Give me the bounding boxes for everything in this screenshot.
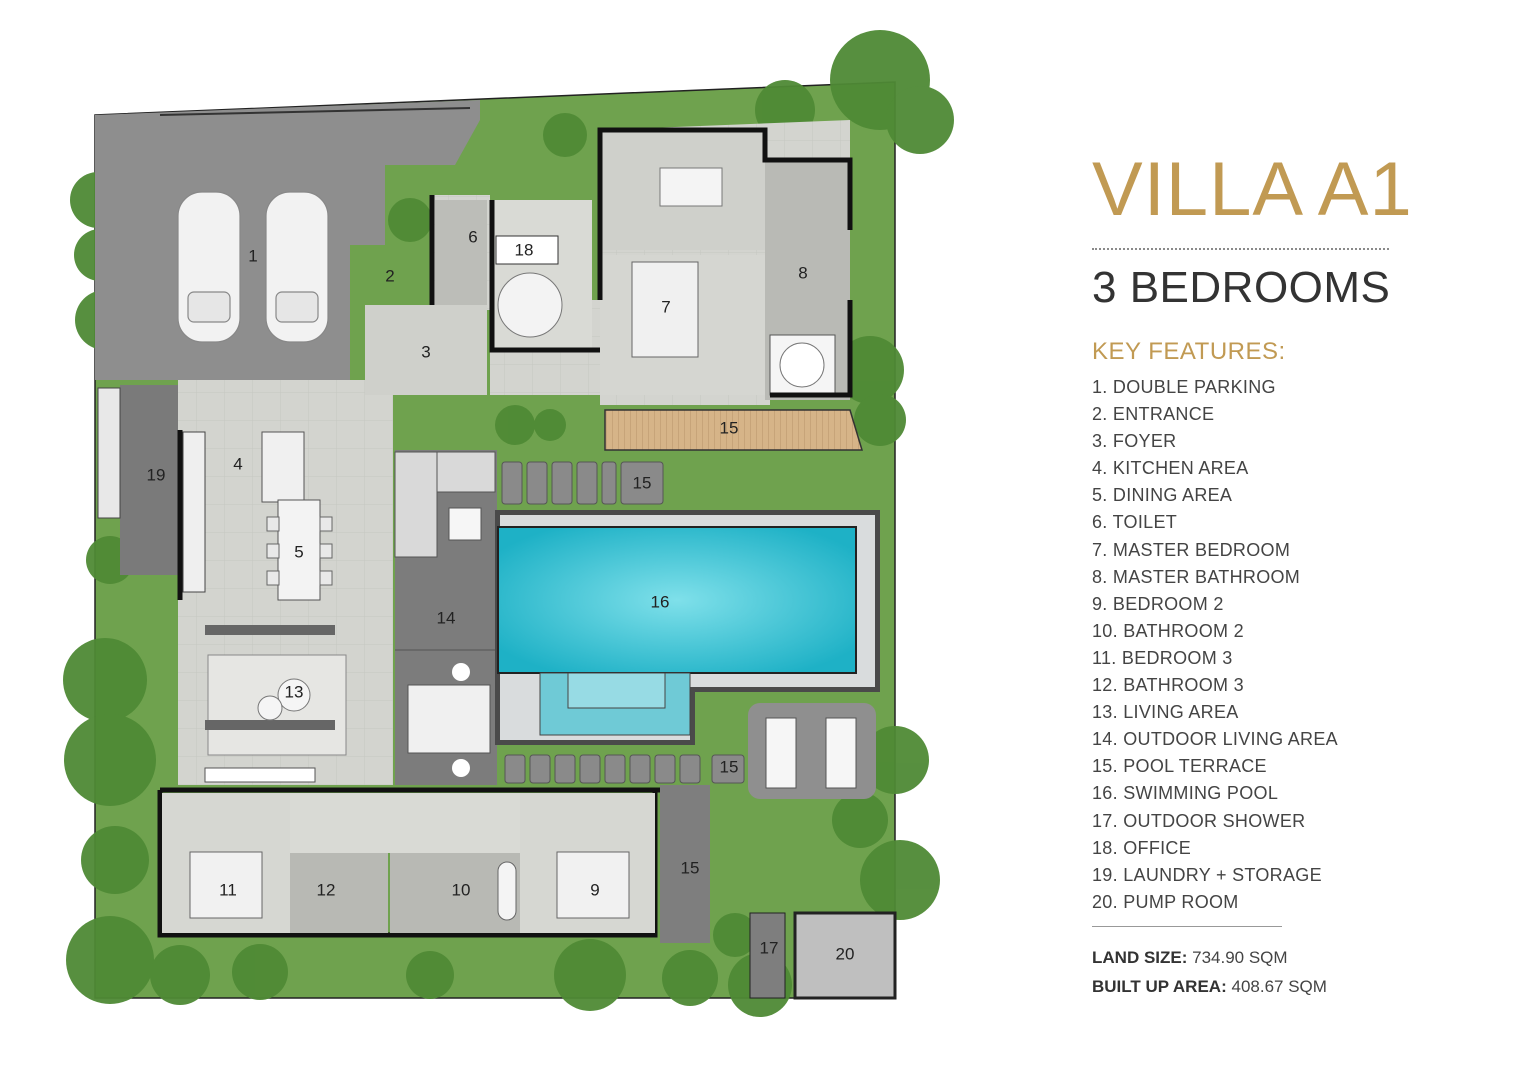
land-size-value: 734.90 SQM <box>1192 947 1288 967</box>
label-11: 11 <box>219 880 237 899</box>
label-9: 9 <box>590 880 599 899</box>
list-item: 7. MASTER BEDROOM <box>1092 539 1291 560</box>
floor-plan: 1 2 3 4 5 6 7 8 9 10 11 12 13 14 15 15 1… <box>63 30 954 1017</box>
label-14: 14 <box>437 608 456 627</box>
label-8: 8 <box>798 263 807 282</box>
label-7: 7 <box>661 297 670 316</box>
list-item: 2. ENTRANCE <box>1092 404 1215 425</box>
built-up-area: BUILT UP AREA: 408.67 SQM <box>1092 972 1512 1001</box>
label-6: 6 <box>468 227 477 246</box>
label-17: 17 <box>760 938 779 957</box>
list-item: 15. POOL TERRACE <box>1092 756 1267 777</box>
label-12: 12 <box>317 880 336 899</box>
label-15a: 15 <box>720 418 739 437</box>
list-item: 13. LIVING AREA <box>1092 702 1239 723</box>
label-20: 20 <box>836 944 855 963</box>
pool-terrace-deck <box>604 409 864 451</box>
list-item: 20. PUMP ROOM <box>1092 891 1239 912</box>
swimming-pool <box>497 526 857 674</box>
label-13: 13 <box>285 682 304 701</box>
villa-title: VILLA A1 <box>1092 147 1413 232</box>
side-terrace <box>660 785 710 943</box>
feature-list: 1. DOUBLE PARKING 2. ENTRANCE 3. FOYER 4… <box>1092 374 1512 916</box>
list-item: 11. BEDROOM 3 <box>1092 647 1233 668</box>
pump-room <box>793 911 897 1000</box>
label-2: 2 <box>385 266 394 285</box>
list-item: 9. BEDROOM 2 <box>1092 593 1224 614</box>
label-16: 16 <box>651 592 670 611</box>
key-features-heading: KEY FEATURES: <box>1092 338 1286 365</box>
label-15b: 15 <box>633 473 652 492</box>
built-up-label: BUILT UP AREA: <box>1092 976 1227 996</box>
outdoor-shower <box>749 912 786 999</box>
label-10: 10 <box>452 880 471 899</box>
walls <box>157 127 853 938</box>
label-15c: 15 <box>720 757 739 776</box>
toilet <box>435 200 487 305</box>
bedroom-count: 3 BEDROOMS <box>1092 263 1391 312</box>
list-item: 14. OUTDOOR LIVING AREA <box>1092 729 1338 750</box>
label-3: 3 <box>421 342 430 361</box>
stepping-stones <box>501 461 745 784</box>
label-15d: 15 <box>681 858 700 877</box>
label-1: 1 <box>248 246 257 265</box>
list-item: 12. BATHROOM 3 <box>1092 675 1244 696</box>
list-item: 4. KITCHEN AREA <box>1092 458 1249 479</box>
list-item: 6. TOILET <box>1092 512 1178 533</box>
bathroom-3 <box>290 853 388 933</box>
label-4: 4 <box>233 454 242 473</box>
sofa <box>200 625 340 730</box>
label-19: 19 <box>147 465 166 484</box>
list-item: 16. SWIMMING POOL <box>1092 783 1279 804</box>
list-item: 3. FOYER <box>1092 431 1177 452</box>
list-item: 1. DOUBLE PARKING <box>1092 377 1276 397</box>
room-laundry <box>120 385 178 575</box>
car-icons <box>177 191 329 343</box>
list-divider <box>1092 925 1282 927</box>
list-item: 18. OFFICE <box>1092 837 1192 858</box>
label-18: 18 <box>515 240 534 259</box>
room-labels: 1 2 3 4 5 6 7 8 9 10 11 12 13 14 15 15 1… <box>147 227 855 963</box>
list-item: 19. LAUNDRY + STORAGE <box>1092 864 1322 885</box>
label-5: 5 <box>294 542 303 561</box>
list-item: 8. MASTER BATHROOM <box>1092 566 1301 587</box>
land-size-label: LAND SIZE: <box>1092 947 1188 967</box>
list-item: 17. OUTDOOR SHOWER <box>1092 810 1306 831</box>
info-panel: VILLA A1 3 BEDROOMS KEY FEATURES: 1. DOU… <box>1092 150 1512 1001</box>
kitchen-island <box>261 431 305 503</box>
built-up-value: 408.67 SQM <box>1231 976 1327 996</box>
dotted-divider <box>1092 248 1389 250</box>
land-size: LAND SIZE: 734.90 SQM <box>1092 943 1512 972</box>
list-item: 10. BATHROOM 2 <box>1092 620 1244 641</box>
list-item: 5. DINING AREA <box>1092 485 1233 506</box>
